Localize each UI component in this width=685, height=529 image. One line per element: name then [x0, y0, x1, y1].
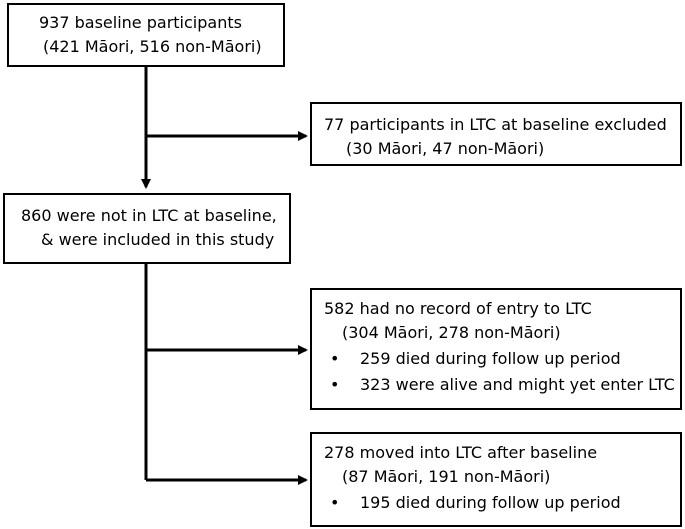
bullet-glyph: • — [330, 375, 340, 394]
included-note: & were included in this study — [41, 230, 275, 249]
baseline-count: 937 baseline participants — [39, 13, 242, 32]
moved-box: 278 moved into LTC after baseline (87 Mā… — [310, 432, 682, 527]
no-entry-breakdown: (304 Māori, 278 non-Māori) — [342, 323, 561, 342]
no-entry-bullet-item: • 323 were alive and might yet enter LTC — [324, 373, 680, 397]
excluded-box: 77 participants in LTC at baseline exclu… — [310, 102, 682, 166]
baseline-box: 937 baseline participants (421 Māori, 51… — [7, 3, 285, 67]
bullet-glyph: • — [330, 493, 340, 512]
excluded-count: 77 participants in LTC at baseline exclu… — [324, 115, 667, 134]
included-count: 860 were not in LTC at baseline, — [21, 206, 277, 225]
no-entry-bullet-text: 323 were alive and might yet enter LTC — [360, 375, 675, 394]
included-box: 860 were not in LTC at baseline, & were … — [3, 193, 291, 264]
moved-bullet-text: 195 died during follow up period — [360, 493, 621, 512]
no-entry-box: 582 had no record of entry to LTC (304 M… — [310, 288, 682, 410]
moved-count: 278 moved into LTC after baseline — [324, 443, 598, 462]
baseline-breakdown: (421 Māori, 516 non-Māori) — [43, 37, 262, 56]
bullet-glyph: • — [330, 349, 340, 368]
no-entry-count: 582 had no record of entry to LTC — [324, 299, 592, 318]
no-entry-bullet-text: 259 died during follow up period — [360, 349, 621, 368]
moved-breakdown: (87 Māori, 191 non-Māori) — [342, 467, 551, 486]
moved-bullet-item: • 195 died during follow up period — [324, 491, 680, 515]
excluded-breakdown: (30 Māori, 47 non-Māori) — [346, 139, 545, 158]
no-entry-bullet-item: • 259 died during follow up period — [324, 347, 680, 371]
